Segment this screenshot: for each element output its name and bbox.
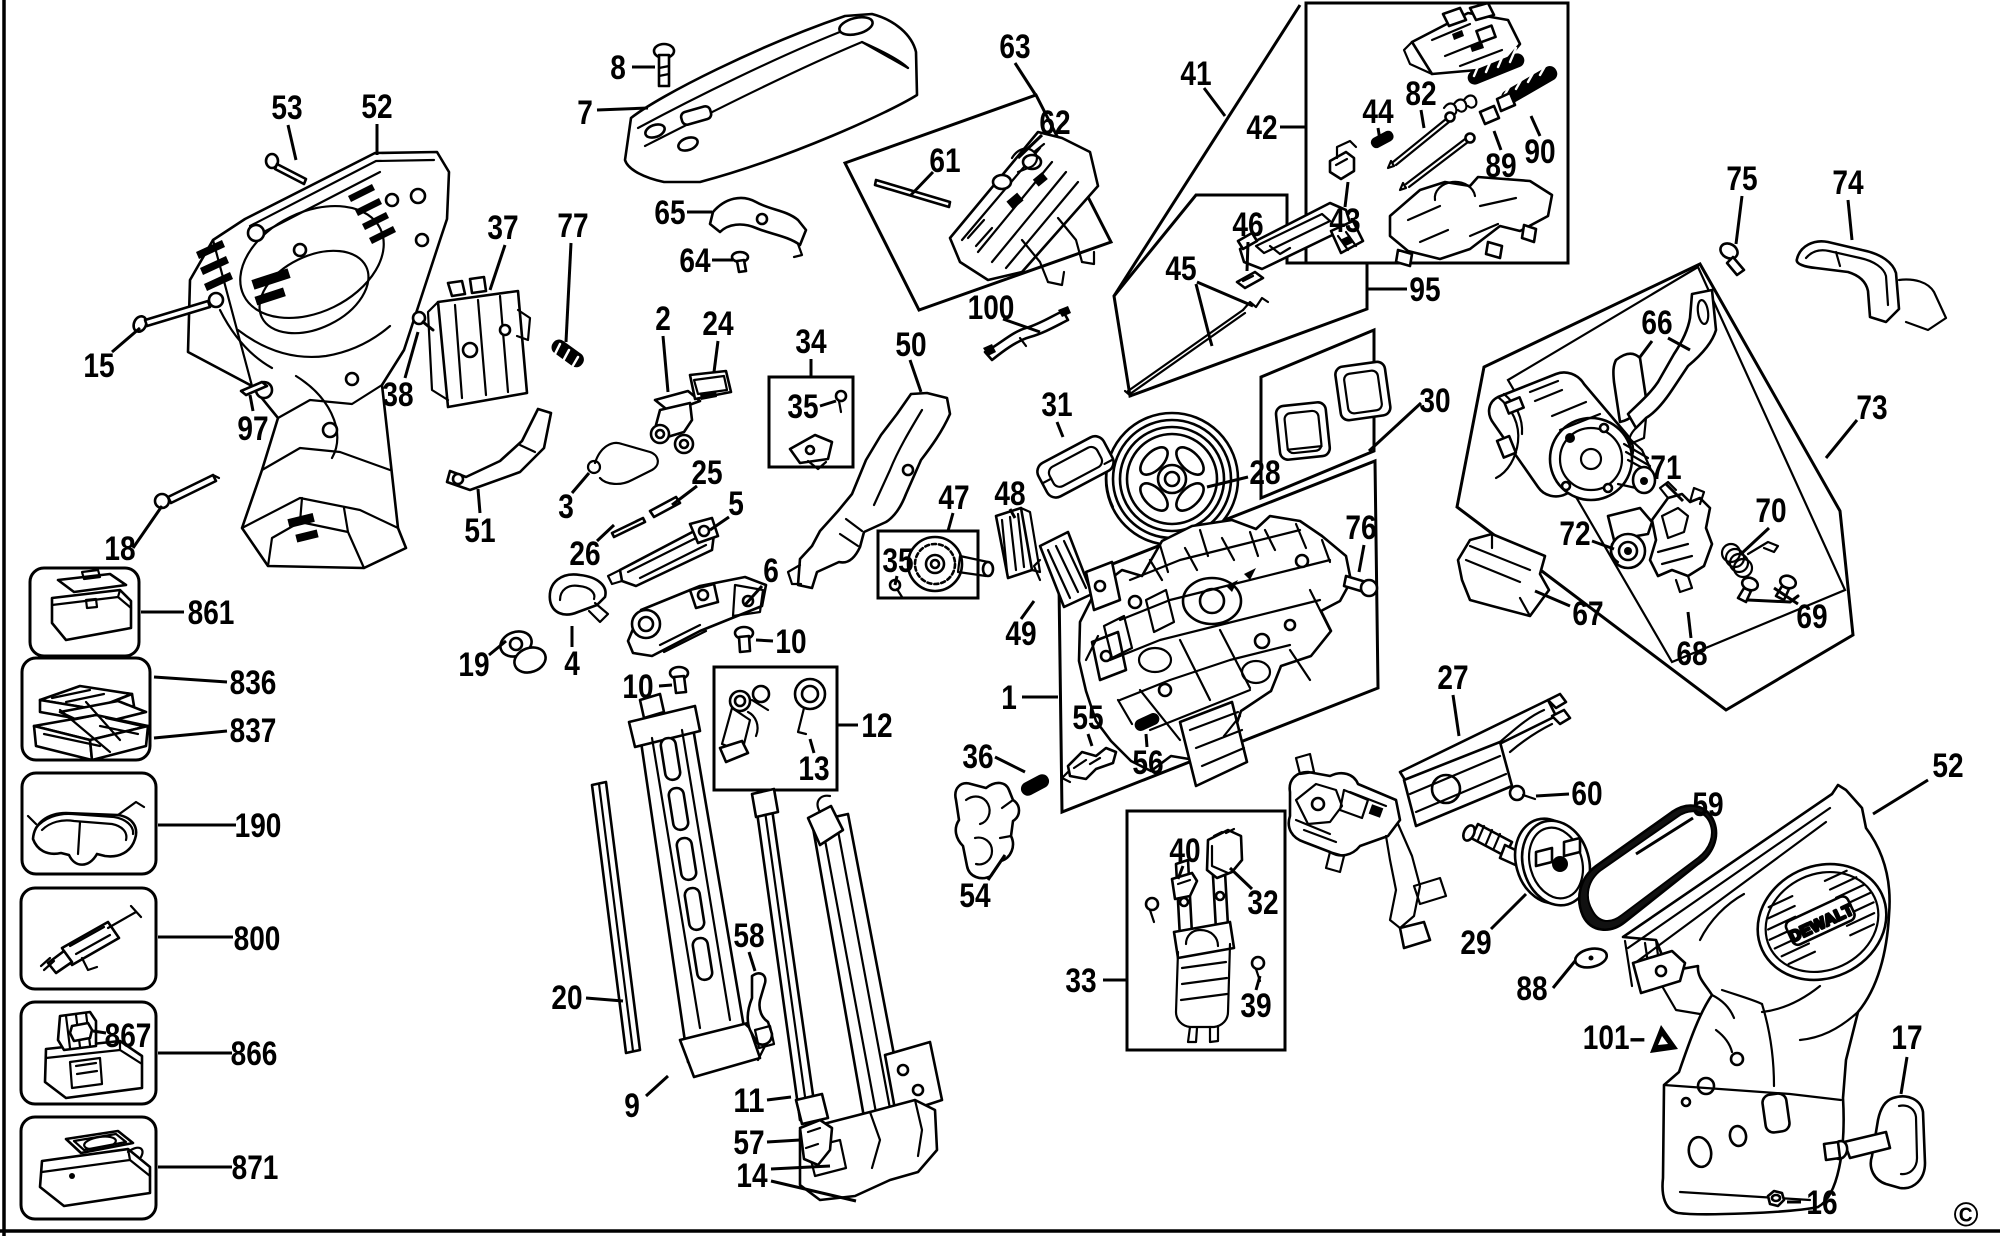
svg-text:9: 9	[624, 1087, 640, 1125]
svg-text:2: 2	[655, 300, 671, 338]
svg-text:35: 35	[882, 542, 913, 580]
svg-text:17: 17	[1891, 1019, 1922, 1057]
svg-text:12: 12	[861, 707, 892, 745]
svg-text:15: 15	[83, 347, 114, 385]
svg-text:867: 867	[105, 1017, 152, 1055]
svg-text:39: 39	[1240, 987, 1271, 1025]
svg-text:52: 52	[1932, 747, 1963, 785]
svg-text:68: 68	[1676, 635, 1707, 673]
svg-text:866: 866	[231, 1035, 278, 1073]
svg-text:95: 95	[1409, 271, 1440, 309]
svg-text:33: 33	[1065, 962, 1096, 1000]
svg-text:88: 88	[1516, 970, 1547, 1008]
svg-text:55: 55	[1072, 699, 1103, 737]
svg-text:8: 8	[610, 49, 626, 87]
svg-text:48: 48	[994, 475, 1025, 513]
svg-text:30: 30	[1419, 382, 1450, 420]
svg-text:©: ©	[1953, 1196, 1978, 1234]
svg-text:800: 800	[234, 920, 281, 958]
svg-text:16: 16	[1806, 1184, 1837, 1222]
svg-text:74: 74	[1832, 164, 1863, 202]
svg-text:31: 31	[1041, 386, 1072, 424]
svg-text:32: 32	[1247, 884, 1278, 922]
svg-text:18: 18	[104, 530, 135, 568]
svg-text:38: 38	[382, 376, 413, 414]
svg-text:24: 24	[702, 305, 733, 343]
svg-text:44: 44	[1362, 93, 1393, 131]
svg-text:35: 35	[787, 388, 818, 426]
svg-text:62: 62	[1039, 104, 1070, 142]
svg-text:59: 59	[1692, 786, 1723, 824]
svg-text:19: 19	[458, 646, 489, 684]
svg-text:75: 75	[1726, 160, 1757, 198]
svg-text:90: 90	[1524, 133, 1555, 171]
svg-text:82: 82	[1405, 75, 1436, 113]
svg-text:20: 20	[551, 979, 582, 1017]
svg-text:861: 861	[188, 594, 235, 632]
svg-text:61: 61	[929, 142, 960, 180]
svg-text:10: 10	[622, 668, 653, 706]
svg-text:77: 77	[557, 207, 588, 245]
svg-text:45: 45	[1165, 250, 1196, 288]
svg-text:36: 36	[962, 738, 993, 776]
svg-text:6: 6	[763, 552, 779, 590]
svg-text:3: 3	[558, 488, 574, 526]
svg-text:50: 50	[895, 326, 926, 364]
svg-text:27: 27	[1437, 659, 1468, 697]
svg-text:54: 54	[959, 877, 990, 915]
svg-text:836: 836	[230, 664, 277, 702]
svg-text:46: 46	[1232, 206, 1263, 244]
svg-text:49: 49	[1005, 615, 1036, 653]
svg-text:76: 76	[1345, 509, 1376, 547]
svg-text:28: 28	[1249, 454, 1280, 492]
svg-text:43: 43	[1329, 202, 1360, 240]
svg-text:100: 100	[968, 289, 1015, 327]
svg-text:66: 66	[1641, 304, 1672, 342]
svg-text:14: 14	[736, 1157, 767, 1195]
svg-text:837: 837	[230, 712, 277, 750]
svg-text:7: 7	[577, 94, 593, 132]
svg-text:101–: 101–	[1583, 1019, 1645, 1057]
svg-text:871: 871	[232, 1149, 279, 1187]
svg-text:29: 29	[1460, 924, 1491, 962]
svg-text:11: 11	[733, 1082, 764, 1120]
svg-text:5: 5	[728, 485, 744, 523]
svg-text:97: 97	[237, 410, 268, 448]
svg-text:25: 25	[691, 454, 722, 492]
svg-text:71: 71	[1650, 449, 1681, 487]
svg-text:60: 60	[1571, 775, 1602, 813]
svg-text:190: 190	[235, 807, 282, 845]
svg-text:26: 26	[569, 535, 600, 573]
svg-text:89: 89	[1485, 147, 1516, 185]
svg-text:52: 52	[361, 88, 392, 126]
svg-text:63: 63	[999, 28, 1030, 66]
svg-text:51: 51	[464, 512, 495, 550]
svg-text:58: 58	[733, 917, 764, 955]
svg-text:4: 4	[564, 645, 580, 683]
svg-text:65: 65	[654, 194, 685, 232]
svg-text:70: 70	[1755, 492, 1786, 530]
svg-text:53: 53	[271, 89, 302, 127]
svg-text:37: 37	[487, 209, 518, 247]
svg-text:13: 13	[798, 750, 829, 788]
svg-text:69: 69	[1796, 598, 1827, 636]
svg-text:73: 73	[1856, 389, 1887, 427]
svg-text:10: 10	[775, 623, 806, 661]
svg-text:34: 34	[795, 323, 826, 361]
svg-text:47: 47	[938, 479, 969, 517]
svg-text:57: 57	[733, 1124, 764, 1162]
svg-text:40: 40	[1169, 832, 1200, 870]
svg-text:64: 64	[679, 242, 710, 280]
svg-text:42: 42	[1246, 109, 1277, 147]
svg-text:41: 41	[1180, 55, 1211, 93]
svg-text:1: 1	[1001, 679, 1017, 717]
svg-text:72: 72	[1559, 515, 1590, 553]
svg-text:56: 56	[1132, 744, 1163, 782]
svg-text:67: 67	[1572, 595, 1603, 633]
